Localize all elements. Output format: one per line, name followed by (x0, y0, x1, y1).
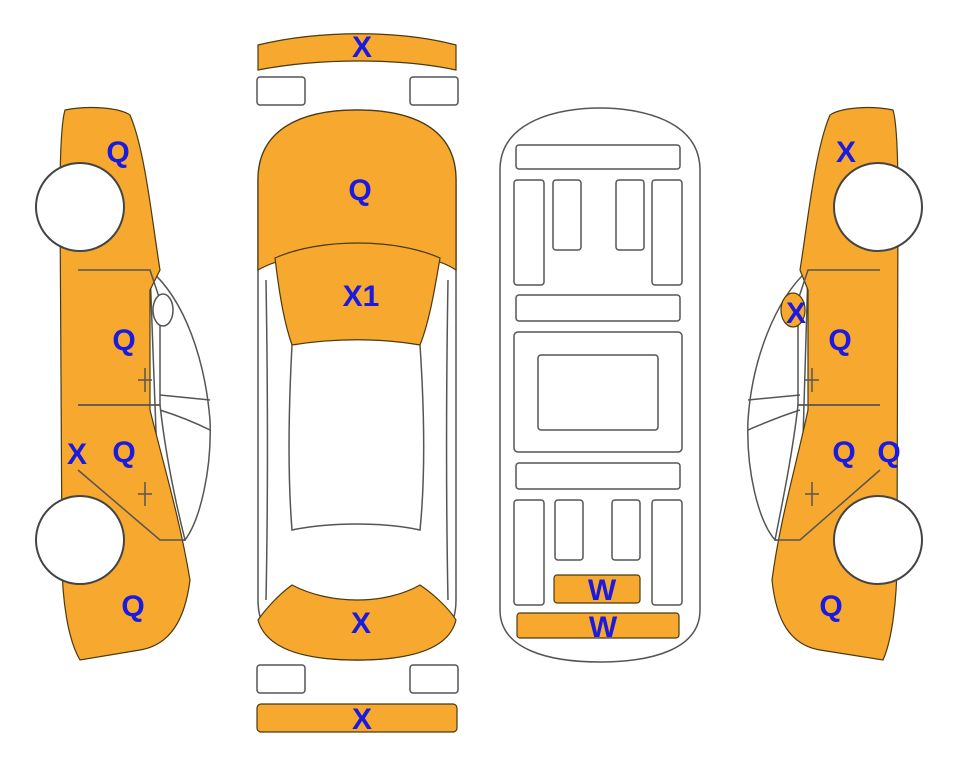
underbody-rear-bar (516, 612, 680, 639)
underbody-front-bar (515, 144, 681, 170)
underbody-rail-fr (651, 179, 683, 286)
underbody-rail-rl (513, 499, 545, 606)
left-label-front-door: Q (112, 324, 135, 357)
top-label-rear-bumper: X (352, 703, 372, 736)
top-label-front-bumper: X (352, 31, 372, 64)
right-front-handle-icon (805, 368, 819, 392)
top-trunk (257, 584, 457, 661)
left-mirror-lines (159, 394, 211, 431)
top-side-lines (265, 279, 449, 601)
top-rear-bumper (256, 703, 458, 733)
top-rear-light-right (409, 664, 459, 694)
top-windshield (274, 242, 441, 346)
left-label-fender: Q (106, 136, 129, 169)
right-side-view: X X Q Q Q Q (747, 106, 923, 661)
left-mirror-icon (152, 293, 174, 327)
right-mirror-icon (780, 292, 806, 328)
right-front-wheel (833, 162, 923, 252)
underbody-bay-fr (615, 179, 645, 251)
left-label-quarter: Q (121, 590, 144, 623)
left-rear-handle-icon (138, 482, 152, 506)
underbody-center-panel (537, 354, 659, 431)
left-rear-wheel (35, 495, 125, 585)
left-label-rear-door: Q (112, 436, 135, 469)
underbody-crossmember-2 (515, 462, 681, 490)
left-label-sill: X (67, 438, 87, 471)
right-rear-handle-icon (805, 482, 819, 506)
left-side-view: Q Q X Q Q (35, 106, 211, 661)
underbody-rail-rr (651, 499, 683, 606)
underbody-rear-panel (553, 574, 641, 604)
underbody-crossmember-1 (515, 294, 681, 322)
right-label-sill: Q (877, 436, 900, 469)
underbody-bay-rr (611, 499, 641, 561)
top-label-hood: Q (348, 174, 371, 207)
right-label-rear-door: Q (832, 436, 855, 469)
right-label-mirror: X (786, 297, 806, 330)
top-label-windshield: X1 (343, 280, 380, 313)
underbody-bay-rl (554, 499, 584, 561)
right-label-quarter: Q (819, 590, 842, 623)
top-view: X Q X1 X X (256, 31, 459, 736)
top-label-trunk: X (351, 607, 371, 640)
top-rear-light-left (256, 664, 306, 694)
top-front-light-right (409, 76, 459, 106)
right-label-front-door: Q (828, 324, 851, 357)
top-front-bumper (257, 33, 457, 71)
left-front-handle-icon (138, 368, 152, 392)
right-label-fender: X (836, 136, 856, 169)
right-rear-wheel (833, 495, 923, 585)
underbody-label-rear-bar: W (589, 611, 618, 644)
underbody-bay-fl (552, 179, 582, 251)
underbody-rail-fl (513, 179, 545, 286)
underbody-label-rear-panel: W (588, 574, 617, 607)
left-rear-door (77, 404, 186, 541)
top-front-light-left (256, 76, 306, 106)
right-rear-door (774, 404, 881, 541)
top-roof (288, 344, 425, 531)
left-front-wheel (35, 162, 125, 252)
underbody-view: W W (499, 107, 701, 663)
right-mirror-lines (747, 394, 801, 431)
